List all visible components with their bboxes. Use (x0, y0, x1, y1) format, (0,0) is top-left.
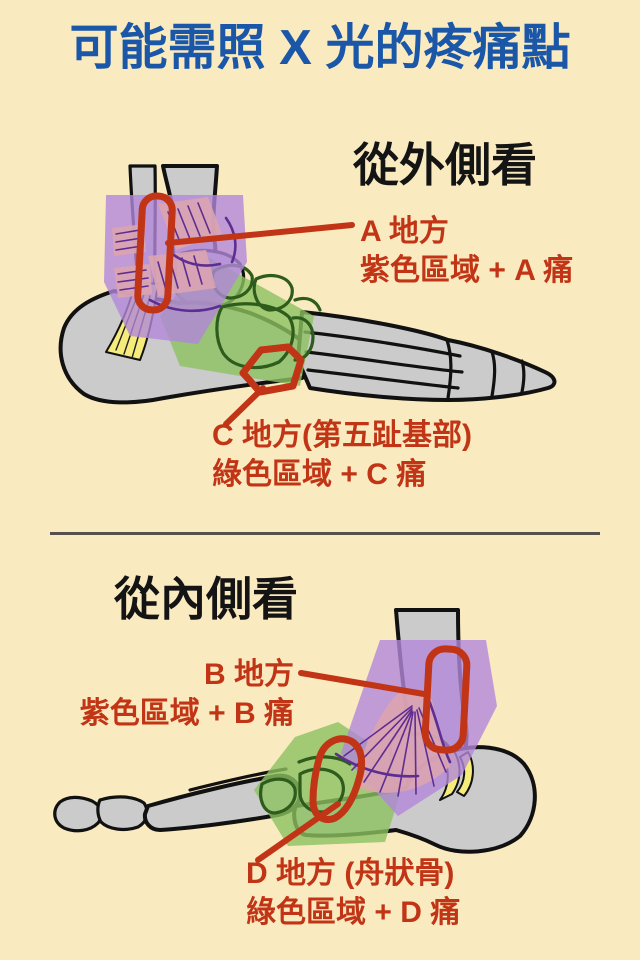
label-d-line1: D 地方 (舟狀骨) (246, 857, 455, 890)
metatarsal-line (303, 330, 462, 358)
region-d-outline (309, 735, 366, 823)
tarsal-line-medial (297, 755, 352, 766)
label-c-line1: C 地方(第五趾基部) (212, 419, 472, 452)
proximal-phalanx (96, 795, 149, 832)
cuneiform-outline-medial (259, 777, 297, 815)
cuneiform-outline (252, 274, 294, 312)
page-title: 可能需照 X 光的疼痛點 (69, 21, 571, 75)
toe-joint-line (490, 350, 497, 398)
ankle-bone-hint (148, 298, 222, 313)
distal-phalanx (53, 795, 103, 833)
lateral-foot-diagram (58, 164, 557, 427)
label-a-line2: 紫色區域 + A 痛 (360, 254, 574, 287)
label-b: B 地方 紫色區域 + B 痛 (80, 655, 294, 733)
callout-line-b (298, 670, 427, 697)
medial-foot-diagram (53, 608, 537, 863)
label-a: A 地方 紫色區域 + A 痛 (360, 212, 573, 290)
lateral-view-heading: 從外側看 (353, 139, 537, 191)
label-d: D 地方 (舟狀骨) 綠色區域 + D 痛 (246, 854, 460, 932)
callout-line-c (223, 385, 266, 427)
medial-view-heading: 從內側看 (114, 573, 298, 625)
label-c-line2: 綠色區域 + C 痛 (212, 458, 427, 491)
navicular-outline-medial (298, 767, 345, 814)
region-a-outline (134, 192, 176, 314)
label-c: C 地方(第五趾基部) 綠色區域 + C 痛 (212, 416, 472, 494)
ankle-bone-hint (224, 216, 237, 264)
ligament-fan (148, 250, 216, 296)
callout-line-a (165, 222, 355, 246)
metatarsal-line (304, 350, 464, 374)
toe-joint-line (445, 338, 453, 400)
cuboid-outline (215, 302, 295, 370)
callout-line-d (255, 801, 341, 863)
label-b-line2: 紫色區域 + B 痛 (79, 697, 294, 730)
label-b-line1: B 地方 (204, 658, 294, 691)
ankle-bone-hint-medial (334, 752, 420, 778)
metatarsal-line (306, 368, 460, 390)
label-a-line1: A 地方 (360, 215, 449, 248)
region-b-outline (421, 645, 471, 754)
ankle-bone-hint (168, 250, 222, 267)
toe-joint-line (520, 359, 526, 394)
ankle-bone-hint-medial (426, 696, 452, 764)
label-d-line2: 綠色區域 + D 痛 (246, 896, 461, 929)
tarsal-line (293, 296, 322, 312)
